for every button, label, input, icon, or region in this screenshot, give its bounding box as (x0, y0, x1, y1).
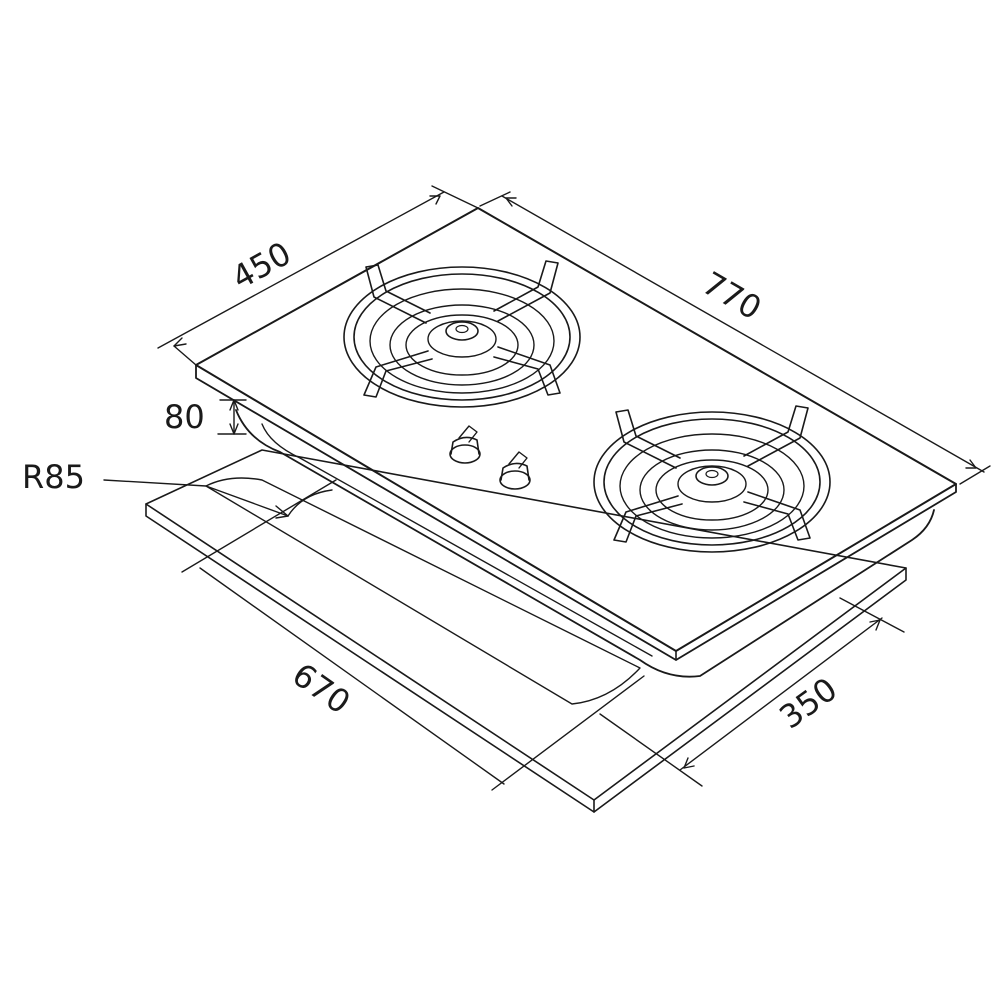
left-knob[interactable] (449, 425, 481, 464)
right-burner-ring-2 (603, 418, 821, 546)
hob-body (235, 409, 935, 678)
right-grate-arm-sw (613, 495, 683, 543)
left-burner-ring-5 (405, 314, 519, 376)
left-burner-ring-3 (369, 288, 555, 394)
dimension-670-label: 670 (285, 655, 357, 721)
right-burner (593, 405, 831, 553)
dimension-350-label: 350 (772, 670, 844, 737)
hob-tray-inner (261, 423, 653, 657)
left-burner (343, 260, 581, 408)
dimension-770-label: 770 (696, 264, 768, 327)
countertop-cutout (145, 449, 907, 813)
left-burner-cap (427, 320, 497, 358)
right-burner-center-dot (705, 469, 719, 479)
left-grate-arm-se (493, 346, 561, 396)
left-grate-arm-nw (365, 264, 431, 324)
right-burner-ring-3 (619, 433, 805, 539)
right-grate-arm-ne (743, 405, 809, 467)
hob-tray (235, 409, 935, 678)
dimension-r85: R85 (22, 458, 289, 519)
glass-top (195, 207, 957, 661)
left-burner-center-dot (455, 324, 469, 334)
cutout-panel-top (145, 449, 907, 801)
right-burner-center (695, 466, 729, 486)
right-burner-ring-5 (655, 459, 769, 521)
right-burner-ring-outer (593, 411, 831, 553)
dimension-80: 80 (164, 398, 247, 436)
left-grate-arm-sw (363, 350, 433, 398)
cutout-panel-front (145, 503, 595, 813)
dimension-450: 450 (157, 185, 479, 366)
dimension-350: 350 (599, 597, 905, 787)
right-grate-arm-se (743, 491, 811, 541)
right-grate-arm-nw (615, 409, 681, 469)
right-burner-cap (677, 465, 747, 503)
cutout-hole (205, 477, 641, 705)
dimension-450-label: 450 (225, 234, 297, 297)
left-burner-center (445, 321, 479, 341)
dimension-770: 770 (479, 191, 991, 485)
left-grate-arm-ne (493, 260, 559, 322)
right-knob[interactable] (499, 451, 531, 490)
cutout-panel-side (593, 567, 907, 813)
left-burner-ring-4 (389, 304, 535, 386)
right-burner-ring-4 (639, 449, 785, 531)
dimension-80-label: 80 (164, 398, 205, 436)
left-burner-ring-2 (353, 273, 571, 401)
dimension-r85-label: R85 (22, 458, 85, 496)
left-burner-ring-outer (343, 266, 581, 408)
